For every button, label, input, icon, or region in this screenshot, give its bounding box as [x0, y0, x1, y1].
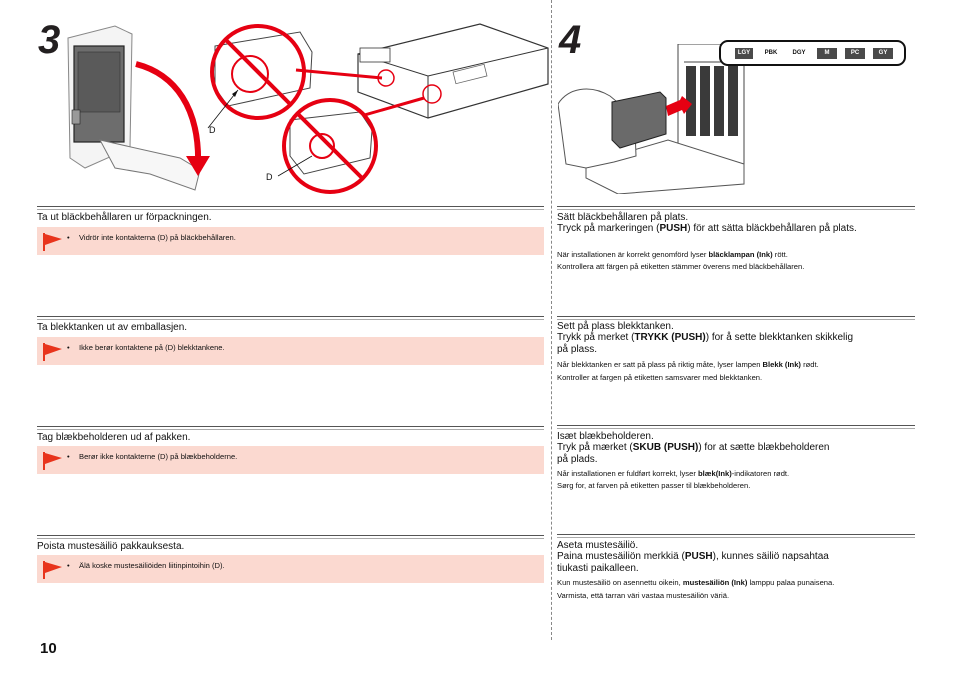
- caution-box: • Ikke berør kontaktene på (D) blekktank…: [37, 337, 544, 365]
- section-note-1: Kun mustesäiliö on asennettu oikein, mus…: [557, 578, 835, 587]
- ink-label-pbk: PBK: [761, 48, 781, 59]
- right-section-finnish: Aseta mustesäiliö. Paina mustesäiliön me…: [557, 534, 915, 634]
- section-note-1: När installationen är korrekt genomförd …: [557, 250, 788, 259]
- section-note-2: Sørg for, at farven på etiketten passer …: [557, 481, 751, 490]
- column-divider: [551, 0, 552, 640]
- left-section-norwegian: Ta blekktanken ut av emballasjen. • Ikke…: [37, 316, 544, 416]
- caution-text: Vidrör inte kontakterna (D) på bläckbehå…: [79, 233, 236, 242]
- caution-flag-icon: [43, 561, 62, 579]
- caution-box: • Älä koske mustesäiliöiden liitinpintoi…: [37, 555, 544, 583]
- right-section-norwegian: Sett på plass blekktanken. Trykk på merk…: [557, 316, 915, 416]
- section-line-3: tiukasti paikalleen.: [557, 563, 639, 574]
- caution-flag-icon: [43, 343, 62, 361]
- section-note-1: Når blekktanken er satt på plass på rikt…: [557, 360, 819, 369]
- section-note-2: Varmista, että tarran väri vastaa mustes…: [557, 591, 730, 600]
- ink-tank-installation-illustration: [558, 44, 745, 194]
- section-line-1: Isæt blækbeholderen.: [557, 431, 654, 442]
- right-section-swedish: Sätt bläckbehållaren på plats. Tryck på …: [557, 206, 915, 306]
- caution-flag-icon: [43, 233, 62, 251]
- caution-flag-icon: [43, 452, 62, 470]
- section-title: Tag blækbeholderen ud af pakken.: [37, 432, 191, 443]
- ink-label-gy: GY: [873, 48, 893, 59]
- section-note-2: Kontroller at fargen på etiketten samsva…: [557, 373, 763, 382]
- contact-label-d-2: D: [266, 172, 273, 182]
- contact-label-d-1: D: [209, 125, 216, 135]
- page-number: 10: [40, 640, 57, 657]
- caution-text: Älä koske mustesäiliöiden liitinpintoihi…: [79, 561, 225, 570]
- ink-color-indicator: LGY PBK DGY M PC GY: [719, 40, 906, 66]
- left-section-swedish: Ta ut bläckbehållaren ur förpackningen. …: [37, 206, 544, 306]
- caution-text: Ikke berør kontaktene på (D) blekktanken…: [79, 343, 225, 352]
- section-line-2: Tryk på mærket (SKUB (PUSH)) for at sætt…: [557, 442, 830, 453]
- left-section-finnish: Poista mustesäiliö pakkauksesta. • Älä k…: [37, 535, 544, 635]
- section-note-1: Når installationen er fuldført korrekt, …: [557, 469, 790, 478]
- section-line-2: Paina mustesäiliön merkkiä (PUSH), kunne…: [557, 551, 829, 562]
- ink-label-pc: PC: [845, 48, 865, 59]
- caution-box: • Vidrör inte kontakterna (D) på bläckbe…: [37, 227, 544, 255]
- section-title: Poista mustesäiliö pakkauksesta.: [37, 541, 185, 552]
- right-section-danish: Isæt blækbeholderen. Tryk på mærket (SKU…: [557, 425, 915, 525]
- step-4-number: 4: [559, 18, 582, 62]
- ink-label-m: M: [817, 48, 837, 59]
- ink-label-lgy: LGY: [735, 48, 753, 59]
- section-line-3: på plads.: [557, 454, 598, 465]
- ink-label-dgy: DGY: [789, 48, 809, 59]
- section-title: Ta blekktanken ut av emballasjen.: [37, 322, 188, 333]
- section-title: Ta ut bläckbehållaren ur förpackningen.: [37, 212, 212, 223]
- section-note-2: Kontrollera att färgen på etiketten stäm…: [557, 262, 805, 271]
- section-line-1: Sätt bläckbehållaren på plats.: [557, 212, 689, 223]
- caution-box: • Berør ikke kontakterne (D) på blækbeho…: [37, 446, 544, 474]
- caution-text: Berør ikke kontakterne (D) på blækbehold…: [79, 452, 238, 461]
- section-line-3: på plass.: [557, 344, 598, 355]
- section-line-2: Trykk på merket (TRYKK (PUSH)) for å set…: [557, 332, 854, 343]
- left-section-danish: Tag blækbeholderen ud af pakken. • Berør…: [37, 426, 544, 526]
- section-line-2: Tryck på markeringen (PUSH) för att sätt…: [557, 223, 857, 234]
- section-line-1: Aseta mustesäiliö.: [557, 540, 639, 551]
- ink-tank-unpacking-illustration: [67, 23, 549, 194]
- section-line-1: Sett på plass blekktanken.: [557, 321, 674, 332]
- step-3-number: 3: [38, 18, 61, 62]
